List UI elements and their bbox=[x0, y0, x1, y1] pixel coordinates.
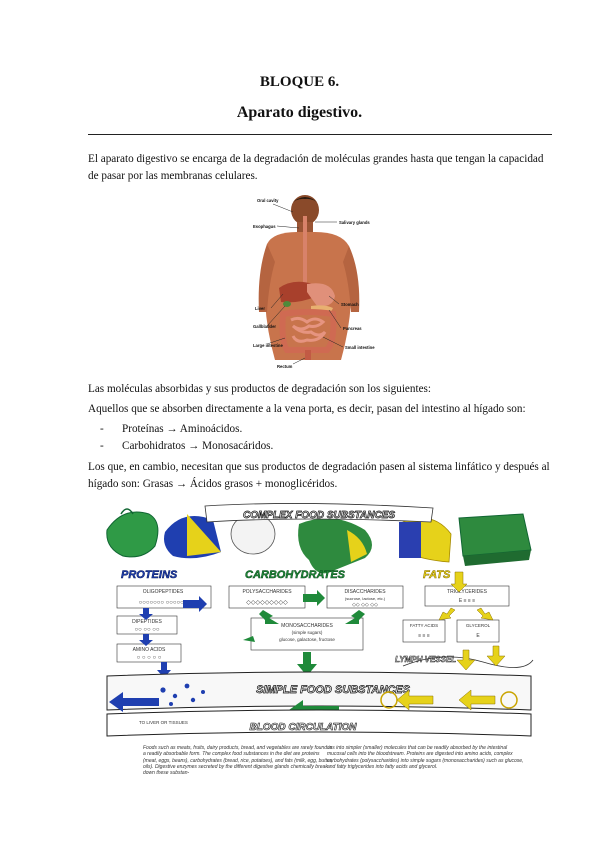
label-gallbladder: Gallbladder bbox=[253, 324, 276, 329]
block-title: BLOQUE 6. bbox=[259, 74, 340, 90]
label-esophagus: Esophagus bbox=[253, 224, 276, 229]
lymph-paragraph: Los que, en cambio, necesitan que sus pr… bbox=[88, 461, 550, 490]
head-shape bbox=[291, 195, 319, 225]
blood-vessel bbox=[106, 709, 532, 737]
triglycerides-label: TRIGLYCERIDES bbox=[447, 589, 488, 595]
simple-food-title: SIMPLE FOOD SUBSTANCES bbox=[256, 684, 410, 696]
dipeptides-label: DIPEPTIDES bbox=[132, 619, 162, 625]
topic-title: Aparato digestivo. bbox=[236, 104, 363, 121]
label-rectum: Rectum bbox=[277, 364, 293, 369]
disaccharides-sub: (sucrose, lactose, etc.) bbox=[345, 596, 386, 601]
svg-text:◇◇ ◇◇ ◇◇: ◇◇ ◇◇ ◇◇ bbox=[352, 602, 378, 608]
svg-text:E ≡ ≡ ≡: E ≡ ≡ ≡ bbox=[459, 598, 475, 604]
fatty-acids-label: FATTY ACIDS bbox=[410, 623, 438, 628]
small-intestine-shape bbox=[290, 316, 327, 343]
stomach-shape bbox=[307, 283, 335, 307]
label-oral-cavity: Oral cavity bbox=[257, 198, 279, 203]
caption-left: Foods such as meats, fruits, dairy produ… bbox=[143, 745, 333, 777]
svg-text:○ ○ ○ ○ ○: ○ ○ ○ ○ ○ bbox=[137, 655, 162, 661]
fats-title: FATS bbox=[423, 569, 451, 581]
glycerol-label: GLYCEROL bbox=[466, 623, 491, 628]
label-stomach: Stomach bbox=[341, 302, 359, 307]
digestive-system-illustration: Oral cavity Esophagus Salivary glands Li… bbox=[253, 192, 377, 372]
intro-paragraph: El aparato digestivo se encarga de la de… bbox=[88, 153, 544, 182]
monosaccharides-label: MONOSACCHARIDES bbox=[281, 623, 333, 629]
digestion-diagram-illustration: COMPLEX FOOD SUBSTANCES PROTEINS CARBOHY… bbox=[103, 500, 535, 790]
svg-text:◇◇◇◇◇◇◇◇◇: ◇◇◇◇◇◇◇◇◇ bbox=[246, 600, 288, 606]
label-large-intestine: Large intestine bbox=[253, 343, 283, 348]
title-divider bbox=[88, 134, 552, 135]
digestive-system-figure: Oral cavity Esophagus Salivary glands Li… bbox=[253, 192, 377, 372]
polysaccharides-label: POLYSACCHARIDES bbox=[242, 589, 292, 595]
label-small-intestine: Small intestine bbox=[345, 345, 375, 350]
oligopeptides-label: OLIGOPEPTIDES bbox=[143, 589, 184, 595]
protein-outflow-arrow bbox=[109, 692, 159, 712]
svg-text:○○ ○○ ○○: ○○ ○○ ○○ bbox=[134, 627, 159, 633]
liver-note: TO LIVER OR TISSUES bbox=[139, 720, 188, 725]
food-illustrations bbox=[106, 508, 532, 574]
proteins-title: PROTEINS bbox=[121, 569, 178, 581]
list-item: -Proteínas → Aminoácidos. bbox=[100, 423, 243, 435]
monosaccharides-sub2: glucose, galactose, fructose bbox=[279, 637, 335, 642]
complex-food-title: COMPLEX FOOD SUBSTANCES bbox=[243, 510, 395, 521]
disaccharides-label: DISACCHARIDES bbox=[344, 589, 386, 595]
digestion-diagram: COMPLEX FOOD SUBSTANCES PROTEINS CARBOHY… bbox=[103, 500, 535, 790]
label-liver: Liver bbox=[255, 306, 265, 311]
label-salivary-glands: Salivary glands bbox=[339, 220, 370, 225]
label-pancreas: Pancreas bbox=[343, 326, 362, 331]
caption-right: ces into simpler (smaller) molecules tha… bbox=[327, 745, 524, 770]
amino-acids-label: AMINO ACIDS bbox=[133, 647, 166, 653]
fat-arrows bbox=[456, 645, 506, 671]
blood-circulation-title: BLOOD CIRCULATION bbox=[249, 722, 357, 733]
svg-text:E: E bbox=[476, 633, 480, 639]
protein-dots bbox=[160, 683, 205, 706]
fat-outflow-arrows bbox=[396, 689, 496, 711]
large-intestine-shape bbox=[279, 309, 337, 353]
carbohydrates-title: CARBOHYDRATES bbox=[245, 569, 346, 581]
svg-text:○○○○○○○ ○○○○○○: ○○○○○○○ ○○○○○○ bbox=[139, 600, 188, 606]
portal-list: -Proteínas → Aminoácidos. -Carbohidratos… bbox=[100, 421, 273, 455]
svg-text:≡ ≡ ≡: ≡ ≡ ≡ bbox=[418, 633, 430, 639]
monosaccharides-sub: (simple sugars) bbox=[292, 630, 323, 635]
list-item: -Carbohidratos → Monosacáridos. bbox=[100, 440, 274, 452]
portal-intro-paragraph: Aquellos que se absorben directamente a … bbox=[88, 403, 526, 415]
absorbed-intro-paragraph: Las moléculas absorbidas y sus productos… bbox=[88, 383, 432, 395]
